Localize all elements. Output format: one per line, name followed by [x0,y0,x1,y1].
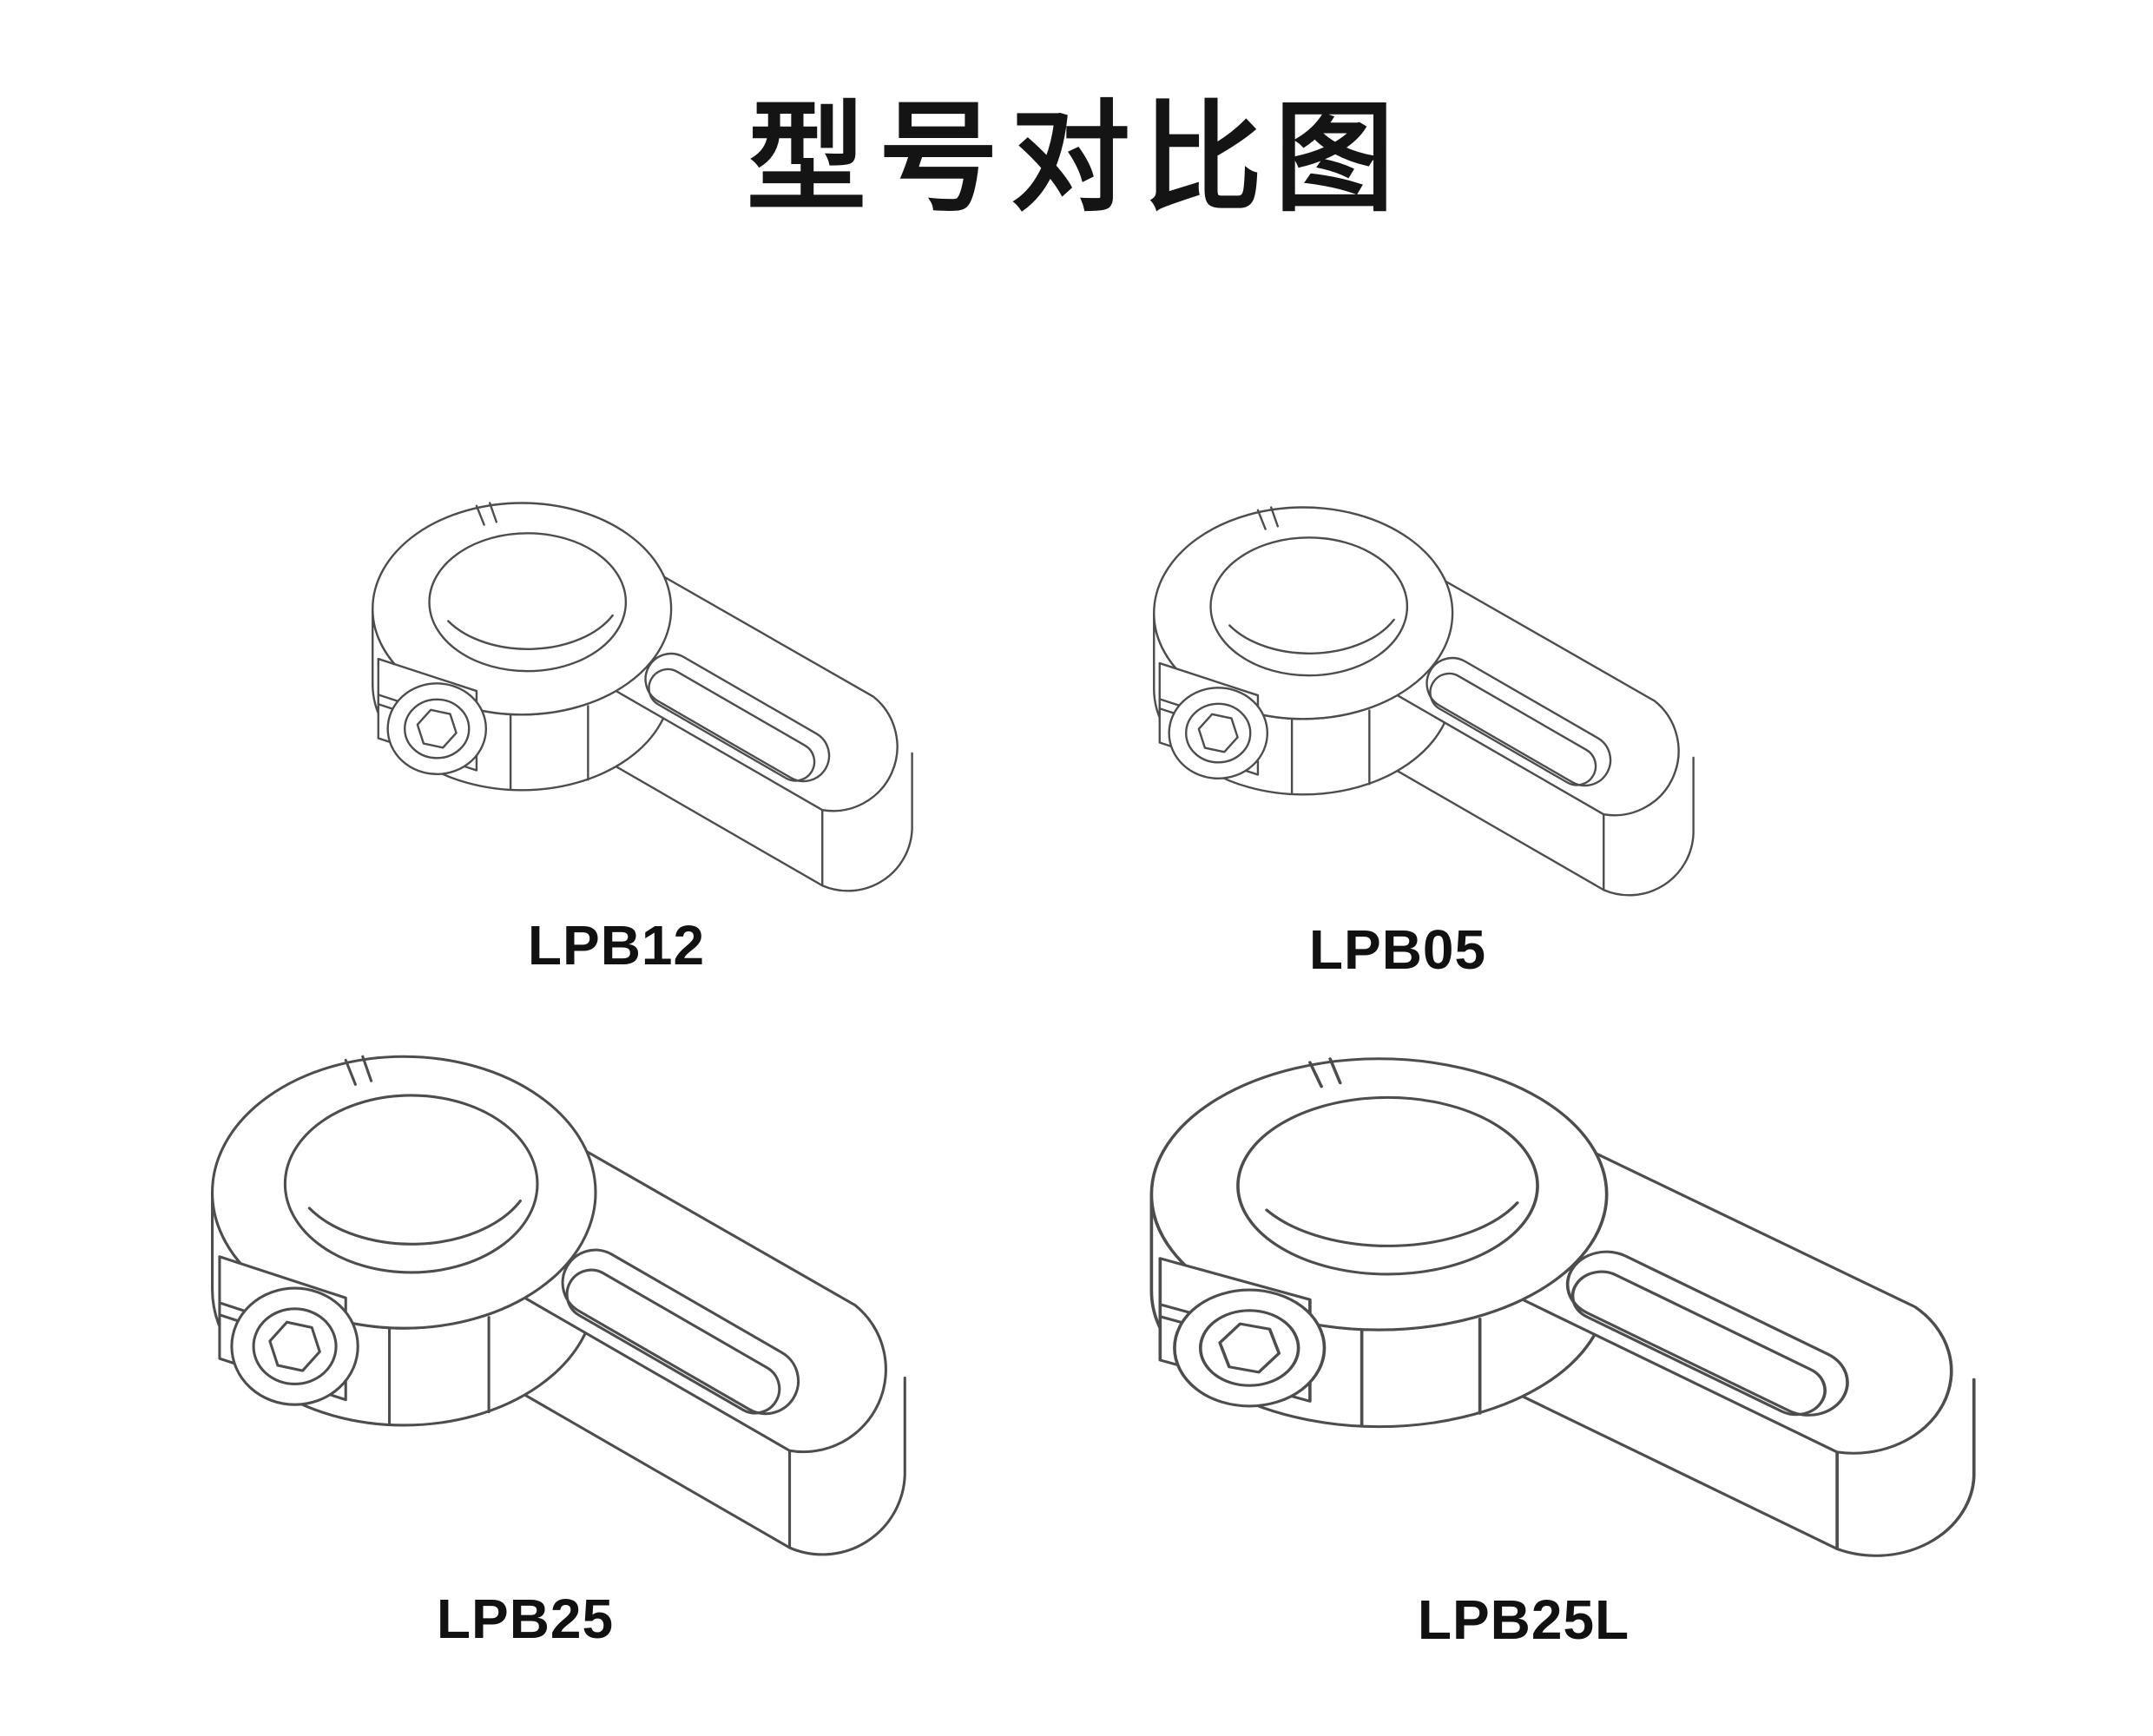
model-label-lpb25: LPB25 [436,1588,615,1650]
figure-lpb12: LPB12 [295,434,938,977]
clamp-wireframe-drawing-lpb05 [1153,506,1695,897]
clamp-wireframe-drawing-lpb12 [372,502,913,892]
figure-lpb05: LPB05 [1076,438,1719,982]
model-label-lpb05: LPB05 [1308,918,1487,981]
figure-lpb25: LPB25 [113,968,938,1651]
page-title: 型号对比图 [746,92,1406,226]
model-label-lpb25l: LPB25L [1417,1588,1630,1651]
clamp-wireframe-drawing-lpb25 [211,1055,906,1556]
model-label-lpb12: LPB12 [527,914,706,976]
figure-lpb25l: LPB25L [1033,970,2014,1652]
clamp-wireframe-drawing-lpb25l [1149,1056,1976,1558]
